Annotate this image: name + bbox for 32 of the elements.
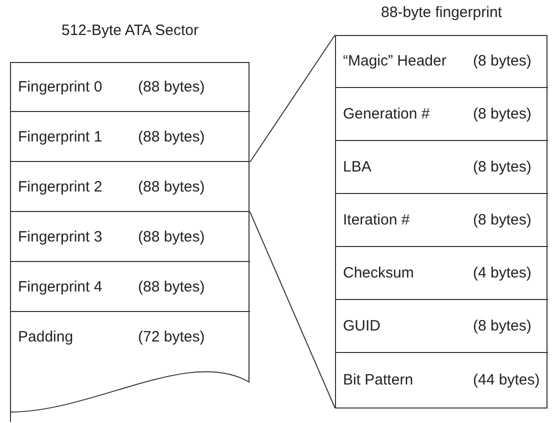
field-name: Padding (18, 328, 74, 346)
field-size: (88 bytes) (138, 78, 205, 95)
field-size: (88 bytes) (138, 278, 205, 295)
field-name: Fingerprint 2 (18, 178, 102, 195)
table-title: 88-byte fingerprint (380, 4, 503, 21)
table-panel (335, 4, 548, 409)
field-name: “Magic” Header (343, 52, 446, 70)
field-size: (72 bytes) (138, 328, 205, 346)
field-size: (44 bytes) (473, 371, 540, 388)
field-name: Iteration # (343, 212, 410, 228)
expansion-line (250, 212, 336, 408)
field-name: Fingerprint 0 (18, 78, 102, 95)
field-size: (88 bytes) (138, 178, 205, 195)
expansion-line (250, 34, 336, 162)
field-name: Fingerprint 4 (18, 278, 102, 295)
field-name: Fingerprint 1 (18, 128, 102, 145)
field-name: LBA (343, 158, 372, 176)
field-size: (8 bytes) (473, 52, 532, 70)
field-size: (8 bytes) (473, 158, 532, 176)
field-name: Fingerprint 3 (18, 228, 102, 245)
field-name: GUID (343, 318, 380, 334)
field-size: (8 bytes) (473, 212, 532, 228)
field-name: Bit Pattern (343, 371, 414, 388)
field-size: (88 bytes) (138, 228, 205, 245)
field-size: (4 bytes) (473, 264, 532, 282)
field-size: (8 bytes) (473, 318, 532, 334)
table-panel (10, 22, 250, 423)
field-size: (8 bytes) (473, 106, 532, 122)
table-title: 512-Byte ATA Sector (60, 22, 200, 39)
field-name: Generation # (343, 106, 430, 122)
field-size: (88 bytes) (138, 128, 205, 145)
field-name: Checksum (343, 264, 414, 282)
